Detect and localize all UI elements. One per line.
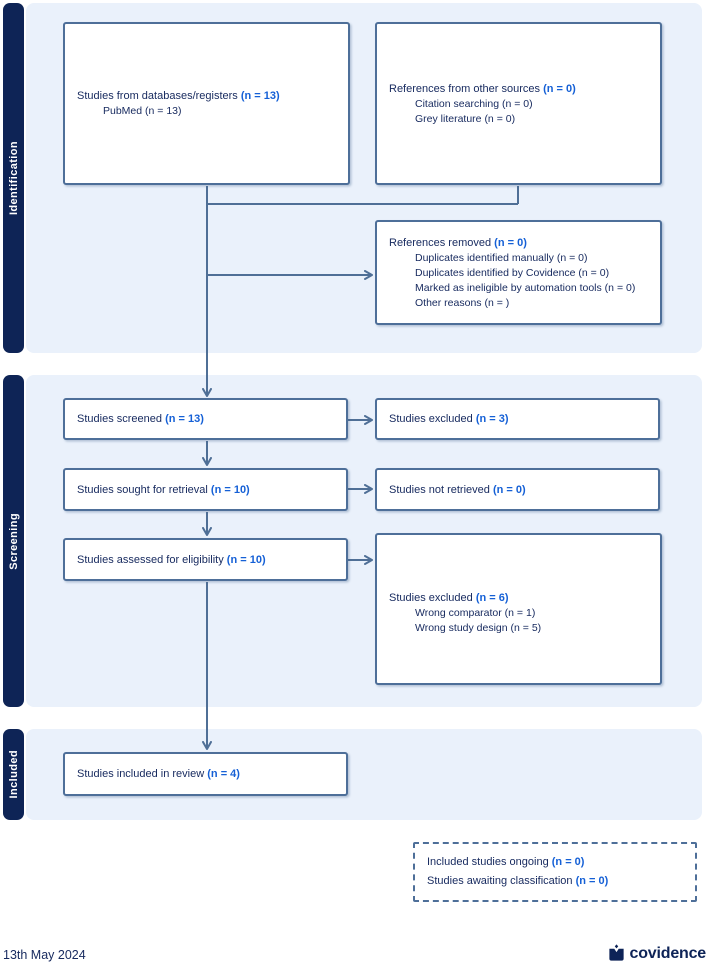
- box-subline: PubMed (n = 13): [103, 105, 182, 117]
- covidence-icon: [608, 944, 624, 961]
- box-title: References removed (n = 0): [389, 235, 650, 251]
- box-studies-excluded-eligibility: Studies excluded (n = 6) Wrong comparato…: [375, 533, 662, 685]
- box-title: Studies screened (n = 13): [77, 411, 336, 427]
- box-references-removed: References removed (n = 0) Duplicates id…: [375, 220, 662, 325]
- box-title: Studies included in review (n = 4): [77, 766, 336, 782]
- box-subline: Grey literature (n = 0): [415, 112, 516, 125]
- box-title: Studies sought for retrieval (n = 10): [77, 482, 336, 498]
- box-subline: Duplicates identified manually (n = 0): [415, 251, 588, 264]
- box-title-count: (n = 0): [492, 483, 526, 496]
- box-title-text: References from other sources: [389, 82, 544, 95]
- box-studies-sought-retrieval: Studies sought for retrieval (n = 10): [63, 468, 348, 511]
- box-title-text: Studies excluded: [389, 592, 476, 604]
- box-title-count: (n = 0): [543, 82, 576, 95]
- awaiting-line: Studies awaiting classification (n = 0): [427, 872, 695, 891]
- box-title: Studies excluded (n = 6): [389, 590, 650, 606]
- box-title-count: (n = 4): [207, 768, 240, 780]
- sidebar-label-identification: Identification: [7, 140, 20, 216]
- box-subline: Other reasons (n = ): [415, 296, 510, 309]
- box-title-text: Studies assessed for eligibility: [77, 553, 227, 566]
- box-subline: Marked as ineligible by automation tools…: [415, 281, 636, 294]
- covidence-logo: covidence: [607, 944, 706, 963]
- box-title-text: Studies sought for retrieval: [77, 483, 211, 496]
- box-title: References from other sources (n = 0): [389, 81, 650, 97]
- box-title: Studies not retrieved (n = 0): [389, 482, 648, 498]
- awaiting-line-count: (n = 0): [575, 875, 609, 887]
- box-studies-not-retrieved: Studies not retrieved (n = 0): [375, 468, 660, 511]
- sidebar-stage-screening: Screening: [3, 375, 24, 707]
- box-title-count: (n = 3): [475, 413, 509, 425]
- box-subline: Wrong study design (n = 5): [415, 622, 542, 634]
- box-subline: Wrong comparator (n = 1): [415, 607, 536, 619]
- box-ongoing-awaiting: Included studies ongoing (n = 0) Studies…: [413, 842, 697, 902]
- box-title-count: (n = 13): [240, 90, 280, 102]
- box-title-count: (n = 13): [165, 413, 204, 425]
- box-title-count: (n = 10): [226, 553, 266, 566]
- box-references-other-sources: References from other sources (n = 0) Ci…: [375, 22, 662, 185]
- box-subline: Citation searching (n = 0): [415, 97, 533, 110]
- box-studies-included-review: Studies included in review (n = 4): [63, 752, 348, 796]
- box-title-text: Studies included in review: [77, 768, 208, 780]
- report-date: 13th May 2024: [3, 948, 86, 962]
- box-title-text: Studies from databases/registers: [77, 90, 241, 102]
- ongoing-line-text: Included studies ongoing: [427, 856, 552, 868]
- ongoing-line-count: (n = 0): [551, 856, 585, 868]
- sidebar-stage-identification: Identification: [3, 3, 24, 353]
- box-subline: Duplicates identified by Covidence (n = …: [415, 266, 610, 279]
- ongoing-line: Included studies ongoing (n = 0): [427, 853, 695, 872]
- box-title-count: (n = 0): [494, 236, 527, 249]
- sidebar-label-included: Included: [7, 750, 20, 799]
- box-title-text: Studies not retrieved: [389, 483, 493, 496]
- box-title-count: (n = 6): [475, 592, 509, 604]
- covidence-wordmark: covidence: [629, 944, 707, 962]
- box-title-text: References removed: [389, 236, 495, 249]
- box-title-text: Studies excluded: [389, 413, 476, 425]
- sidebar-stage-included: Included: [3, 729, 24, 820]
- box-title-count: (n = 10): [210, 483, 250, 496]
- box-title: Studies excluded (n = 3): [389, 411, 648, 427]
- awaiting-line-text: Studies awaiting classification: [427, 875, 576, 887]
- box-title: Studies from databases/registers (n = 13…: [77, 88, 338, 104]
- box-studies-excluded-screening: Studies excluded (n = 3): [375, 398, 660, 440]
- box-studies-from-databases: Studies from databases/registers (n = 13…: [63, 22, 350, 185]
- box-title-text: Studies screened: [77, 413, 166, 425]
- box-title: Studies assessed for eligibility (n = 10…: [77, 552, 336, 568]
- box-studies-assessed-eligibility: Studies assessed for eligibility (n = 10…: [63, 538, 348, 581]
- sidebar-label-screening: Screening: [7, 512, 20, 570]
- box-studies-screened: Studies screened (n = 13): [63, 398, 348, 440]
